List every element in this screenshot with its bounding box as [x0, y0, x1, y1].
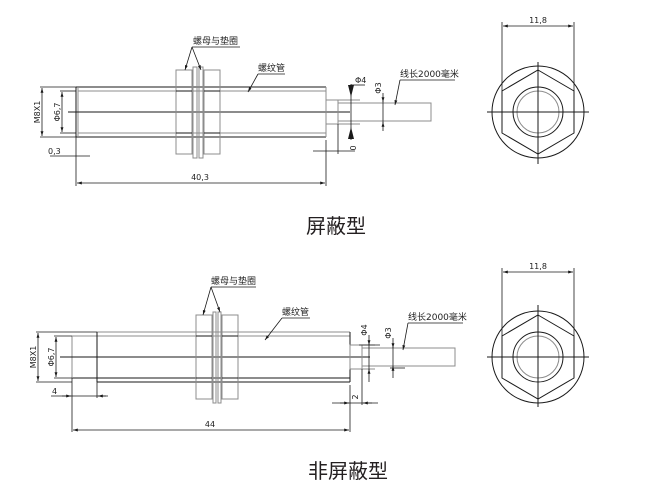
shielded-inner-diameter-dim: Φ6,7: [53, 102, 62, 121]
unshielded-dimensions: M8X1 Φ6,7 4 44 Φ4: [29, 324, 405, 432]
unshielded-cable-length-label: 线长2000毫米: [408, 311, 467, 323]
shielded-end-view: 11,8: [487, 16, 589, 164]
unshielded-cable-inner-dim: Φ3: [384, 327, 393, 338]
unshielded-thread-dim: M8X1: [29, 346, 38, 369]
unshielded-end-view: 11,8: [487, 262, 589, 407]
shielded-face-offset-dim: 0,3: [48, 147, 61, 156]
unshielded-inner-diameter-dim: Φ6,7: [47, 347, 56, 366]
unshielded-body: [60, 331, 370, 383]
unshielded-nut-washer: [195, 311, 239, 404]
unshielded-leaders: 螺母与垫圈 螺纹管 线长2000毫米: [202, 275, 467, 351]
shielded-title: 屏蔽型: [306, 214, 366, 238]
shielded-tail-gap-dim: 0: [349, 145, 358, 150]
unshielded-side-view: 螺母与垫圈 螺纹管 线长2000毫米 M8X1 Φ6,7: [29, 275, 467, 432]
unshielded-total-length-dim: 44: [205, 420, 215, 429]
unshielded-threaded-tube-label: 螺纹管: [282, 306, 309, 318]
unshielded-nut-washer-label: 螺母与垫圈: [211, 275, 256, 287]
shielded-threaded-tube-label: 螺纹管: [258, 62, 285, 74]
shielded-dimensions: M8X1 Φ6,7 0,3 40,3 Φ4 Φ3: [33, 76, 385, 186]
shielded-nut-washer: [175, 66, 221, 159]
shielded-thread-dim: M8X1: [33, 101, 42, 124]
shielded-side-view: 螺母与垫圈 螺纹管 线长2000毫米 M8X1 Φ6,7 0,3: [33, 35, 459, 186]
unshielded-cable-outer-dim: Φ4: [360, 324, 369, 335]
unshielded-title: 非屏蔽型: [308, 459, 388, 483]
unshielded-tail-gap-dim: 2: [351, 394, 360, 399]
shielded-body: [68, 86, 350, 138]
shielded-nut-washer-label: 螺母与垫圈: [193, 35, 238, 47]
unshielded-head-length-dim: 4: [52, 387, 57, 396]
unshielded-nut-across-dim: 11,8: [529, 262, 547, 271]
shielded-cable: [325, 99, 432, 125]
shielded-nut-across-dim: 11,8: [529, 16, 547, 25]
shielded-total-length-dim: 40,3: [191, 173, 209, 182]
shielded-cable-length-label: 线长2000毫米: [400, 68, 459, 80]
shielded-cable-outer-dim: Φ4: [355, 76, 366, 85]
shielded-cable-inner-dim: Φ3: [374, 82, 383, 93]
shielded-leaders: 螺母与垫圈 螺纹管 线长2000毫米: [184, 35, 459, 106]
